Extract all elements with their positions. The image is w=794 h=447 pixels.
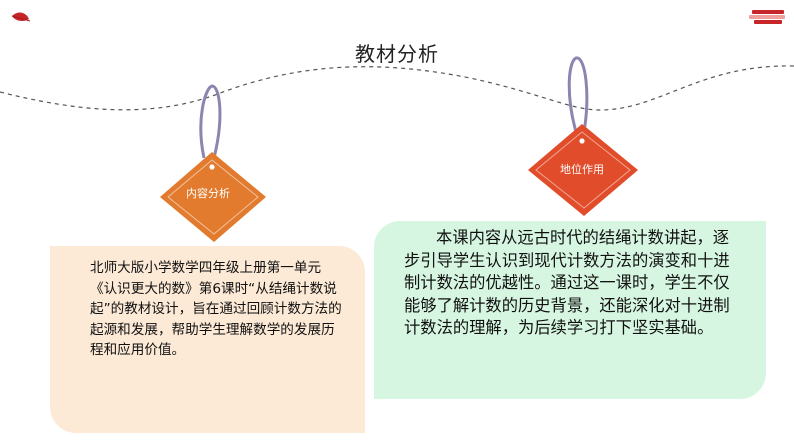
tag-content-analysis — [160, 84, 266, 242]
books-icon — [749, 10, 785, 24]
role-position-text: 本课内容从远古时代的结绳计数讲起，逐步引导学生认识到现代计数方法的演变和十进制计… — [404, 228, 730, 338]
content-analysis-text: 北师大版小学数学四年级上册第一单元《认识更大的数》第6课时“从结绳计数说起”的教… — [90, 260, 342, 358]
tag-label-role-position: 地位作用 — [560, 163, 604, 176]
role-position-card: 本课内容从远古时代的结绳计数讲起，逐步引导学生认识到现代计数方法的演变和十进制计… — [374, 221, 766, 399]
tag-role-position — [528, 56, 638, 216]
page-title: 教材分析 — [355, 42, 439, 66]
tag-label-content-analysis: 内容分析 — [186, 187, 230, 200]
dashed-rope-line — [0, 65, 794, 111]
leaf-icon — [11, 12, 31, 22]
content-analysis-card: 北师大版小学数学四年级上册第一单元《认识更大的数》第6课时“从结绳计数说起”的教… — [50, 246, 365, 433]
